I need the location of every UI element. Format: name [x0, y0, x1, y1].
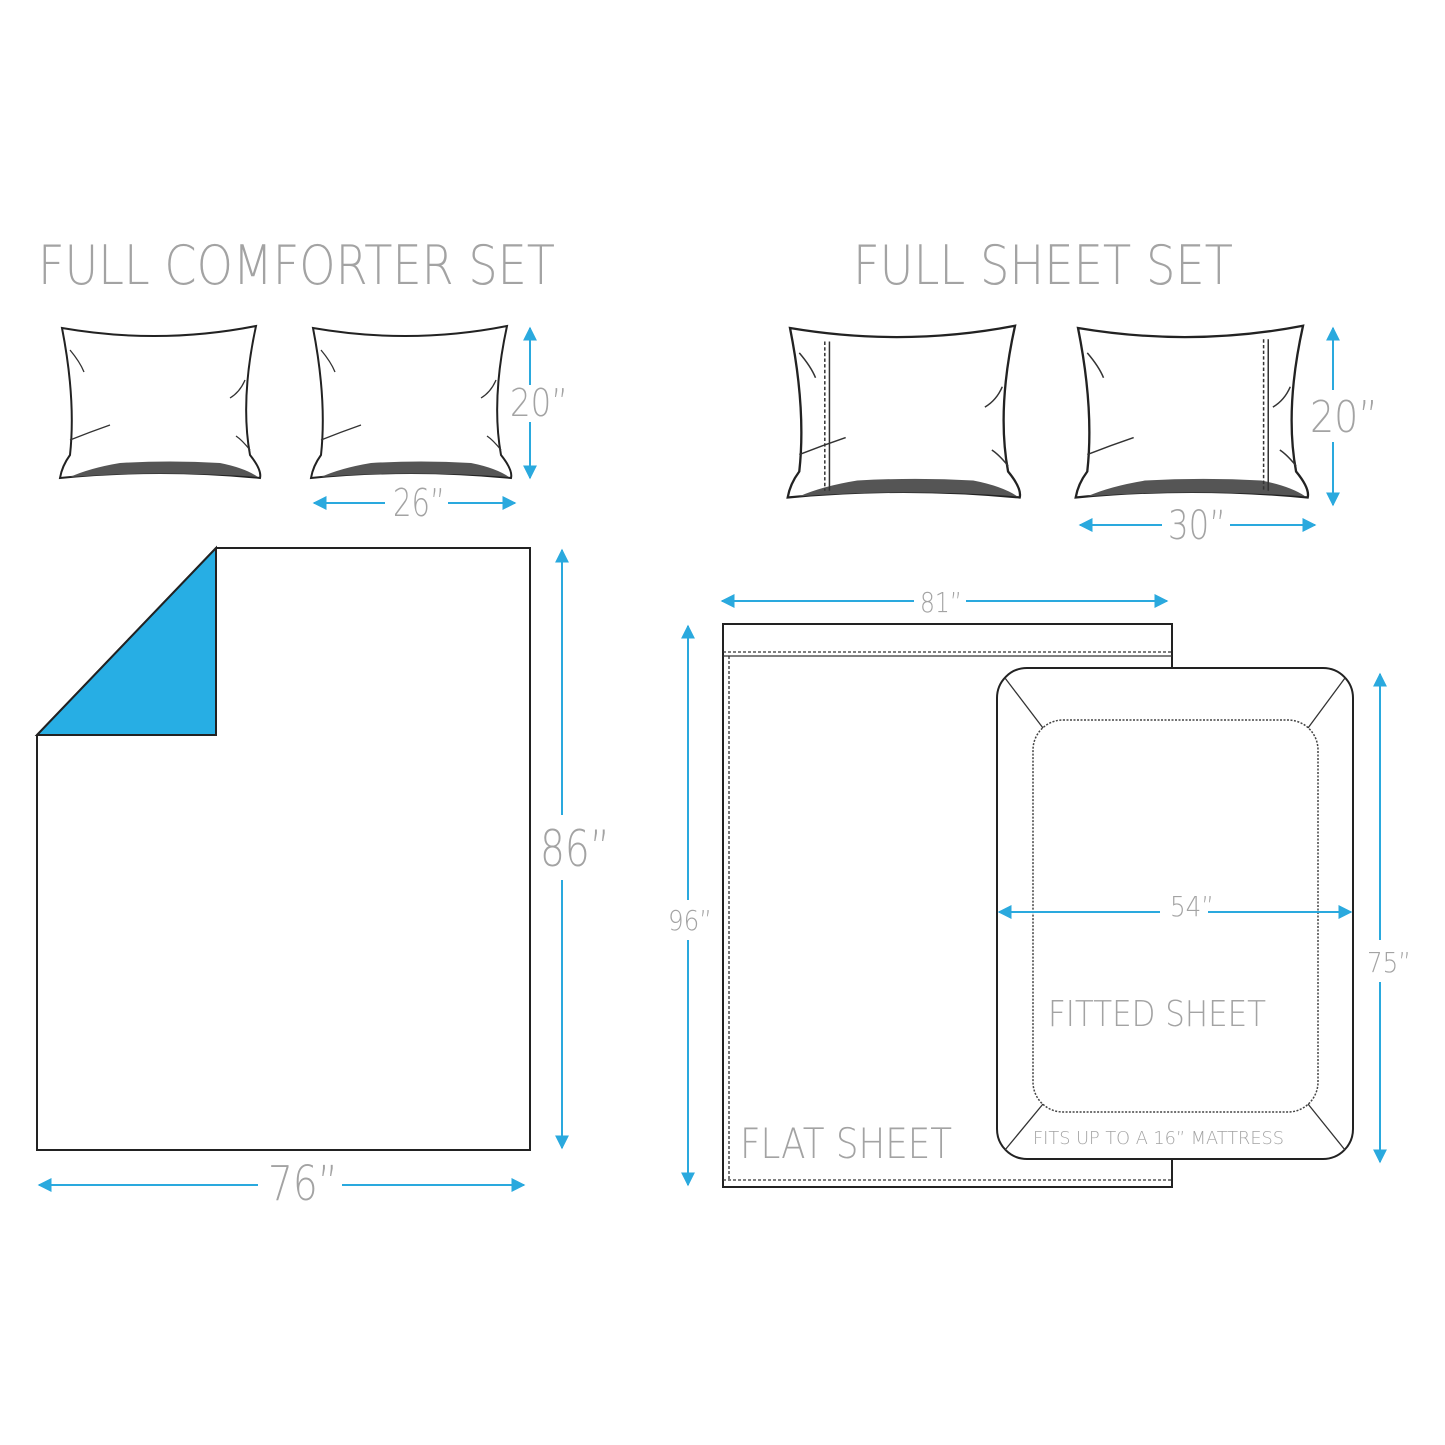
flat-sheet-width-label: 81”: [920, 586, 962, 619]
fitted-sheet-elastic-edge: [1032, 719, 1319, 1113]
comforter: [36, 547, 531, 1151]
fitted-sheet-width-label: 54”: [1170, 890, 1214, 923]
sheet-pillow-2: [1074, 324, 1310, 499]
fitted-sheet-note: FITS UP TO A 16” MATTRESS: [1033, 1128, 1284, 1149]
flat-sheet-label: FLAT SHEET: [740, 1119, 952, 1168]
fitted-sheet: [996, 667, 1354, 1160]
sheet-pillow-1: [786, 324, 1022, 499]
sheet-pillow-height-label: 20”: [1310, 392, 1378, 443]
flat-sheet-height-label: 96”: [668, 904, 712, 937]
fitted-sheet-label: FITTED SHEET: [1048, 994, 1266, 1035]
comforter-pillow-1: [59, 325, 262, 479]
comforter-fold-reverse: [34, 545, 217, 736]
fitted-sheet-height-label: 75”: [1367, 946, 1411, 979]
sheet-pillow-width-label: 30”: [1168, 503, 1226, 549]
comforter-set-title: FULL COMFORTER SET: [38, 234, 555, 297]
comforter-width-label: 76”: [268, 1156, 338, 1212]
comforter-pillow-height-label: 20”: [510, 381, 568, 425]
comforter-pillow-2: [310, 325, 513, 479]
comforter-height-label: 86”: [540, 820, 610, 878]
comforter-pillow-width-label: 26”: [393, 481, 445, 525]
sheet-set-title: FULL SHEET SET: [853, 234, 1233, 297]
